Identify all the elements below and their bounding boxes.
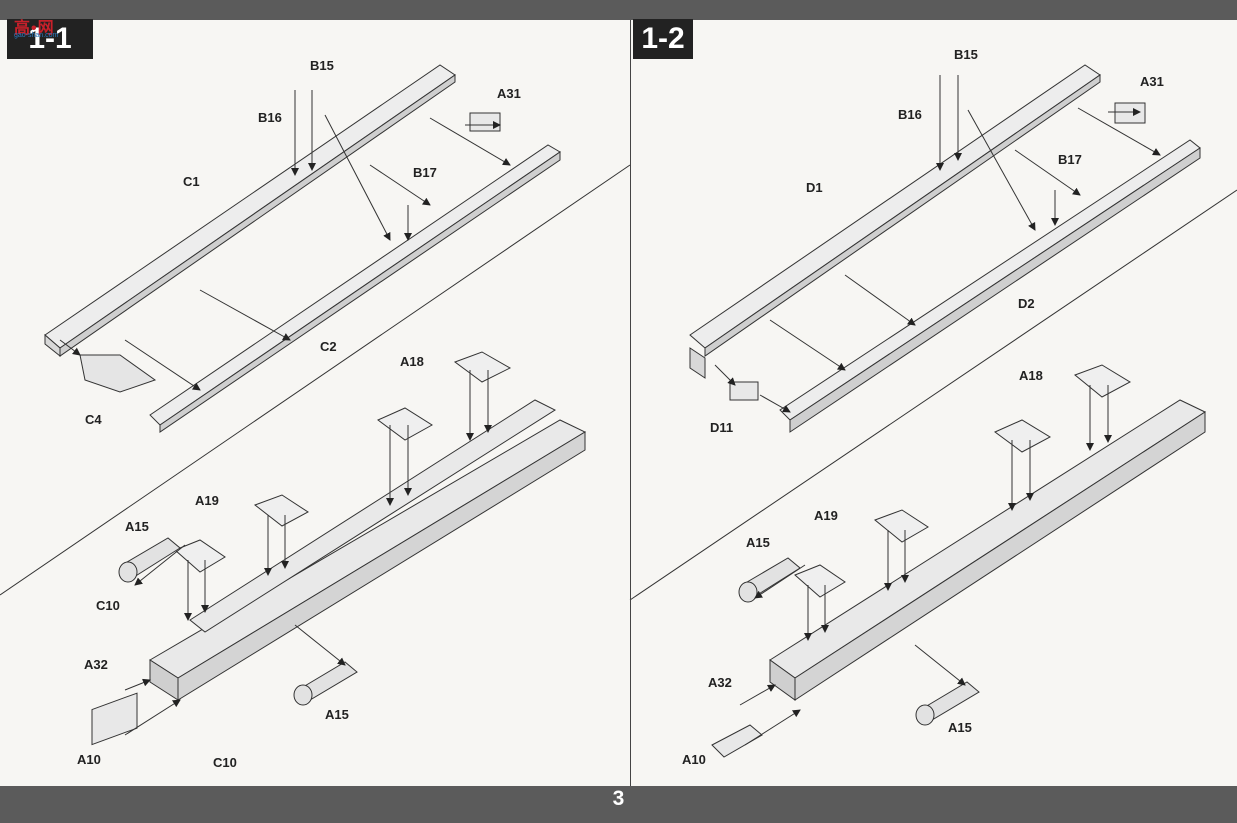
label-r-a32: A32: [708, 675, 732, 690]
roller-a15-r-bottom: [915, 681, 980, 726]
label-c2: C2: [320, 339, 337, 354]
page-divider: [630, 20, 631, 786]
bottom-banner: [0, 786, 1237, 823]
lower-frame-left: [149, 399, 587, 701]
label-a15-top: A15: [125, 519, 149, 534]
label-r-a31: A31: [1140, 74, 1164, 89]
label-a19: A19: [195, 493, 219, 508]
label-c10-bottom: C10: [213, 755, 237, 770]
top-banner: [0, 0, 1237, 20]
step-badge-1-2: 1-2: [633, 19, 693, 59]
label-r-b17: B17: [1058, 152, 1082, 167]
part-a18-b: [453, 351, 512, 383]
part-a18-r-b: [1074, 364, 1132, 398]
part-a19-a: [253, 494, 309, 527]
part-a10: [91, 692, 138, 746]
watermark-logo: 高•网 gao-shan.com: [4, 6, 74, 39]
roller-a15-bottom: [293, 661, 358, 706]
label-a10: A10: [77, 752, 101, 767]
label-r-a19: A19: [814, 508, 838, 523]
label-c10-top: C10: [96, 598, 120, 613]
page-number: 3: [612, 787, 625, 810]
part-a31-r: [1114, 102, 1146, 124]
label-d1: D1: [806, 180, 823, 195]
roller-a15-top: [118, 537, 181, 583]
label-d11: D11: [710, 420, 734, 435]
part-a19-r-b: [794, 564, 846, 598]
label-r-a10: A10: [682, 752, 706, 767]
label-r-a18: A18: [1019, 368, 1043, 383]
label-r-a15-bottom: A15: [948, 720, 972, 735]
label-r-a15-top: A15: [746, 535, 770, 550]
label-b17: B17: [413, 165, 437, 180]
label-d2: D2: [1018, 296, 1035, 311]
part-a18-r-a: [994, 419, 1052, 453]
frame-rail-c1: [44, 64, 456, 358]
label-a18: A18: [400, 354, 424, 369]
part-a10-r: [711, 724, 763, 758]
label-r-b15: B15: [954, 47, 978, 62]
label-r-b16: B16: [898, 107, 922, 122]
label-b16: B16: [258, 110, 282, 125]
part-a18-a: [377, 407, 433, 441]
frame-rail-d2: [779, 139, 1201, 433]
frame-rail-c2: [149, 144, 561, 433]
lower-frame-right: [769, 399, 1207, 701]
frame-rail-d1: [689, 64, 1101, 379]
part-a19-b: [174, 539, 226, 573]
part-a19-r-a: [874, 509, 929, 543]
label-a31: A31: [497, 86, 521, 101]
label-a15-bottom: A15: [325, 707, 349, 722]
part-c4: [79, 354, 157, 393]
label-b15: B15: [310, 58, 334, 73]
part-a31: [469, 112, 501, 132]
roller-a15-r-top: [738, 557, 801, 603]
label-a32: A32: [84, 657, 108, 672]
part-d11: [729, 381, 759, 401]
label-c4: C4: [85, 412, 102, 427]
label-c1: C1: [183, 174, 200, 189]
watermark-sub: gao-shan.com: [14, 32, 59, 39]
step-badge-1-1: 1-1: [7, 19, 93, 59]
watermark-text: 高•网: [14, 20, 55, 37]
